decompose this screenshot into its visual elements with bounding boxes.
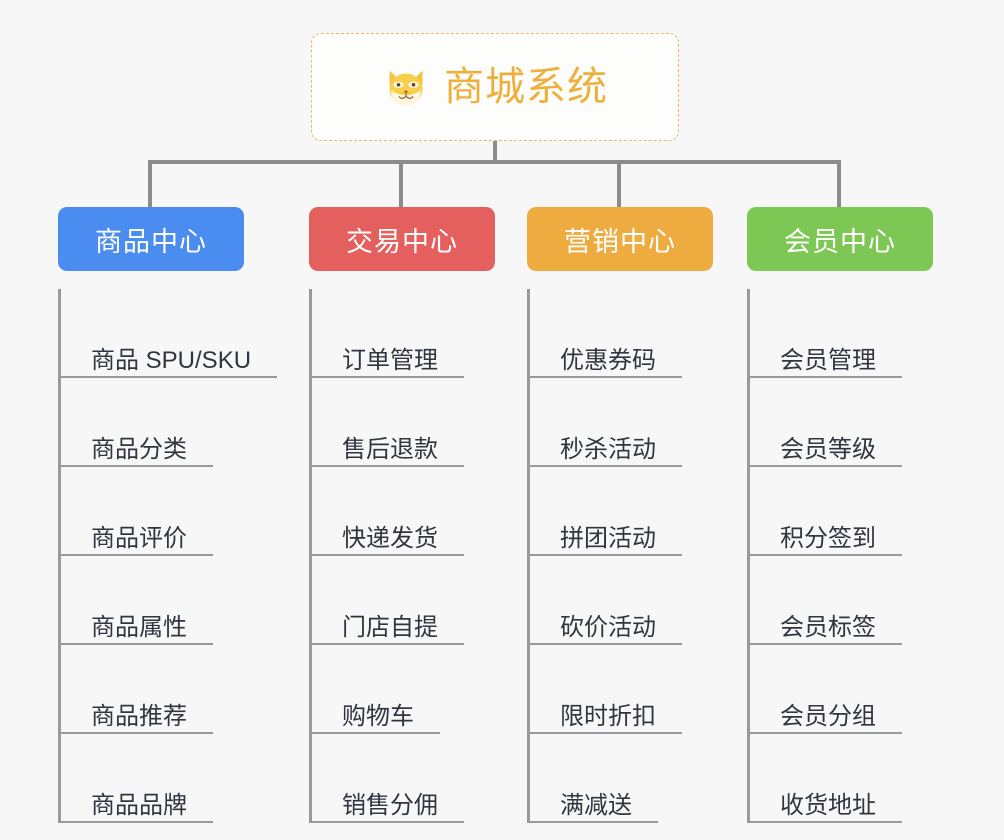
leaf-underline — [312, 376, 464, 378]
leaf-list-4: 会员管理 会员等级 积分签到 会员标签 会员分组 收货地址 — [747, 289, 933, 823]
leaf-item[interactable]: 门店自提 — [312, 556, 495, 645]
leaf-label: 会员等级 — [780, 435, 876, 463]
leaf-underline — [312, 821, 464, 823]
leaf-item[interactable]: 砍价活动 — [530, 556, 713, 645]
leaf-label: 秒杀活动 — [560, 435, 656, 463]
leaf-list-3: 优惠券码 秒杀活动 拼团活动 砍价活动 限时折扣 满减送 — [527, 289, 713, 823]
leaf-underline — [750, 732, 902, 734]
leaf-label: 会员标签 — [780, 613, 876, 641]
branch-column-1: 商品中心 商品 SPU/SKU 商品分类 商品评价 商品属性 商品推荐 商品品牌 — [58, 207, 277, 823]
leaf-item[interactable]: 收货地址 — [750, 734, 933, 823]
leaf-list-1: 商品 SPU/SKU 商品分类 商品评价 商品属性 商品推荐 商品品牌 — [58, 289, 277, 823]
leaf-item[interactable]: 商品品牌 — [61, 734, 244, 823]
leaf-label: 拼团活动 — [560, 524, 656, 552]
leaf-label: 门店自提 — [342, 613, 438, 641]
branch-header-label-3: 营销中心 — [564, 226, 676, 257]
leaf-label: 砍价活动 — [560, 613, 656, 641]
leaf-item[interactable]: 会员管理 — [750, 289, 933, 378]
branch-header-4[interactable]: 会员中心 — [747, 207, 933, 271]
leaf-item[interactable]: 秒杀活动 — [530, 378, 713, 467]
connector-drop-4 — [837, 160, 841, 208]
leaf-underline — [750, 465, 902, 467]
leaf-underline — [530, 465, 682, 467]
leaf-item[interactable]: 会员分组 — [750, 645, 933, 734]
leaf-item[interactable]: 订单管理 — [312, 289, 495, 378]
leaf-item[interactable]: 商品属性 — [61, 556, 244, 645]
leaf-label: 优惠券码 — [560, 346, 656, 374]
leaf-label: 限时折扣 — [560, 702, 656, 730]
leaf-underline — [312, 732, 440, 734]
leaf-underline — [61, 821, 213, 823]
leaf-underline — [61, 465, 213, 467]
leaf-label: 商品评价 — [91, 524, 187, 552]
leaf-underline — [61, 554, 213, 556]
leaf-label: 商品推荐 — [91, 702, 187, 730]
leaf-item[interactable]: 商品推荐 — [61, 645, 244, 734]
leaf-label: 售后退款 — [342, 435, 438, 463]
branch-header-1[interactable]: 商品中心 — [58, 207, 244, 271]
leaf-item[interactable]: 会员等级 — [750, 378, 933, 467]
leaf-label: 订单管理 — [342, 346, 438, 374]
leaf-underline — [530, 643, 682, 645]
leaf-label: 满减送 — [560, 791, 632, 819]
leaf-item[interactable]: 快递发货 — [312, 467, 495, 556]
leaf-underline — [312, 554, 464, 556]
leaf-list-2: 订单管理 售后退款 快递发货 门店自提 购物车 销售分佣 — [309, 289, 495, 823]
leaf-underline — [750, 643, 902, 645]
leaf-item[interactable]: 销售分佣 — [312, 734, 495, 823]
branch-column-4: 会员中心 会员管理 会员等级 积分签到 会员标签 会员分组 收货地址 — [747, 207, 933, 823]
branch-header-2[interactable]: 交易中心 — [309, 207, 495, 271]
connector-drop-1 — [148, 160, 152, 208]
leaf-label: 购物车 — [342, 702, 414, 730]
leaf-label: 收货地址 — [780, 791, 876, 819]
leaf-underline — [750, 554, 902, 556]
branch-column-2: 交易中心 订单管理 售后退款 快递发货 门店自提 购物车 销售分佣 — [309, 207, 495, 823]
leaf-item[interactable]: 商品评价 — [61, 467, 244, 556]
leaf-underline — [530, 732, 682, 734]
connector-horizontal-bus — [148, 160, 841, 164]
leaf-underline — [530, 821, 658, 823]
leaf-underline — [61, 643, 213, 645]
leaf-label: 商品属性 — [91, 613, 187, 641]
leaf-item[interactable]: 满减送 — [530, 734, 713, 823]
branch-header-label-4: 会员中心 — [784, 226, 896, 257]
shiba-dog-icon — [389, 70, 423, 106]
root-title: 商城系统 — [444, 65, 608, 109]
leaf-item[interactable]: 限时折扣 — [530, 645, 713, 734]
leaf-item[interactable]: 商品分类 — [61, 378, 244, 467]
leaf-label: 会员分组 — [780, 702, 876, 730]
leaf-underline — [61, 732, 213, 734]
leaf-underline — [312, 465, 464, 467]
branch-header-label-1: 商品中心 — [95, 226, 207, 257]
leaf-item[interactable]: 优惠券码 — [530, 289, 713, 378]
branch-header-label-2: 交易中心 — [346, 226, 458, 257]
leaf-item[interactable]: 购物车 — [312, 645, 495, 734]
connector-drop-3 — [617, 160, 621, 208]
leaf-label: 商品分类 — [91, 435, 187, 463]
root-node[interactable]: 商城系统 — [311, 33, 679, 141]
connector-drop-2 — [399, 160, 403, 208]
leaf-underline — [530, 554, 682, 556]
branch-header-3[interactable]: 营销中心 — [527, 207, 713, 271]
connector-root-stem — [493, 141, 497, 163]
leaf-underline — [61, 376, 277, 378]
leaf-label: 销售分佣 — [342, 791, 438, 819]
leaf-label: 会员管理 — [780, 346, 876, 374]
leaf-item[interactable]: 拼团活动 — [530, 467, 713, 556]
leaf-underline — [750, 376, 902, 378]
leaf-label: 商品 SPU/SKU — [91, 346, 252, 374]
leaf-label: 积分签到 — [780, 524, 876, 552]
branch-column-3: 营销中心 优惠券码 秒杀活动 拼团活动 砍价活动 限时折扣 满减送 — [527, 207, 713, 823]
leaf-label: 商品品牌 — [91, 791, 187, 819]
leaf-item[interactable]: 积分签到 — [750, 467, 933, 556]
leaf-item[interactable]: 商品 SPU/SKU — [61, 289, 277, 378]
leaf-underline — [530, 376, 682, 378]
leaf-item[interactable]: 会员标签 — [750, 556, 933, 645]
leaf-underline — [750, 821, 902, 823]
leaf-underline — [312, 643, 464, 645]
leaf-item[interactable]: 售后退款 — [312, 378, 495, 467]
leaf-label: 快递发货 — [342, 524, 438, 552]
